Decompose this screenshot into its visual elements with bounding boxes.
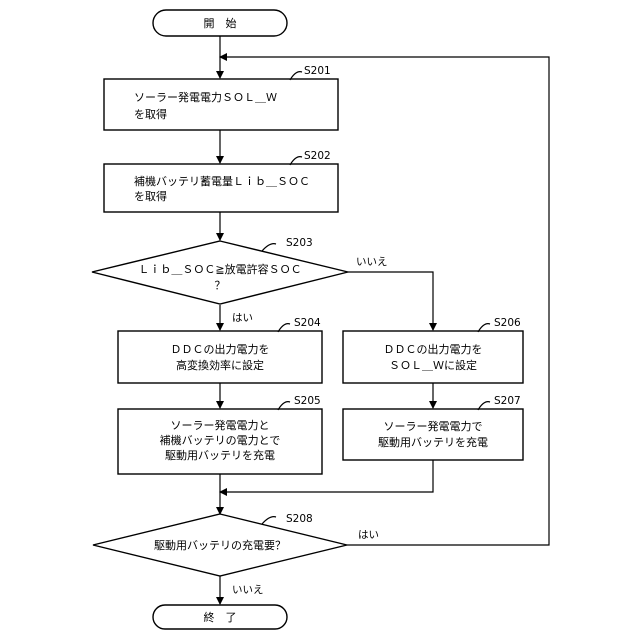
s205-step-id: S205	[294, 395, 321, 407]
process-s206	[343, 331, 523, 383]
s203-text-line2: ？	[215, 279, 226, 292]
s204-text-line2: 高変換効率に設定	[176, 358, 264, 372]
s205-text-line2: 補機バッテリの電力とで	[160, 433, 281, 447]
s203-text-line1: Ｌｉｂ＿ＳＯＣ≧放電許容ＳＯＣ	[138, 262, 301, 276]
s201-step-id: S201	[304, 65, 331, 77]
connector-s203-no	[348, 272, 433, 330]
s206-text-line1: ＤＤＣの出力電力を	[384, 342, 483, 356]
s202-step-id: S202	[304, 150, 331, 162]
process-s207	[343, 409, 523, 460]
s206-step-id: S206	[494, 317, 521, 329]
s207-text-line1: ソーラー発電電力で	[384, 419, 483, 433]
s208-text-line1: 駆動用バッテリの充電要？	[154, 538, 286, 552]
start-label: 開 始	[204, 16, 237, 30]
s203-yes-label: はい	[232, 312, 253, 324]
s208-leader	[262, 517, 276, 524]
s201-text-line2: を取得	[134, 108, 167, 121]
process-s201	[104, 79, 338, 130]
s204-step-id: S204	[294, 317, 321, 329]
s204-text-line1: ＤＤＣの出力電力を	[171, 342, 270, 356]
s203-no-label: いいえ	[356, 256, 388, 268]
process-s202	[104, 164, 338, 212]
s208-step-id: S208	[286, 513, 313, 525]
s202-text-line2: を取得	[134, 190, 167, 203]
s203-leader	[262, 244, 276, 251]
s201-text-line1: ソーラー発電電力ＳＯＬ＿Ｗ	[134, 90, 277, 104]
s205-text-line3: 駆動用バッテリを充電	[165, 448, 275, 462]
s205-text-line1: ソーラー発電電力と	[171, 418, 270, 432]
end-label: 終 了	[204, 610, 237, 624]
s208-no-label: いいえ	[232, 584, 264, 596]
s207-text-line2: 駆動用バッテリを充電	[378, 435, 488, 449]
s207-step-id: S207	[494, 395, 521, 407]
s208-yes-label: はい	[358, 529, 379, 541]
s206-text-line2: ＳＯＬ＿Ｗに設定	[389, 358, 477, 372]
process-s204	[118, 331, 322, 383]
s202-text-line1: 補機バッテリ蓄電量Ｌｉｂ＿ＳＯＣ	[134, 174, 310, 188]
s203-step-id: S203	[286, 237, 313, 249]
